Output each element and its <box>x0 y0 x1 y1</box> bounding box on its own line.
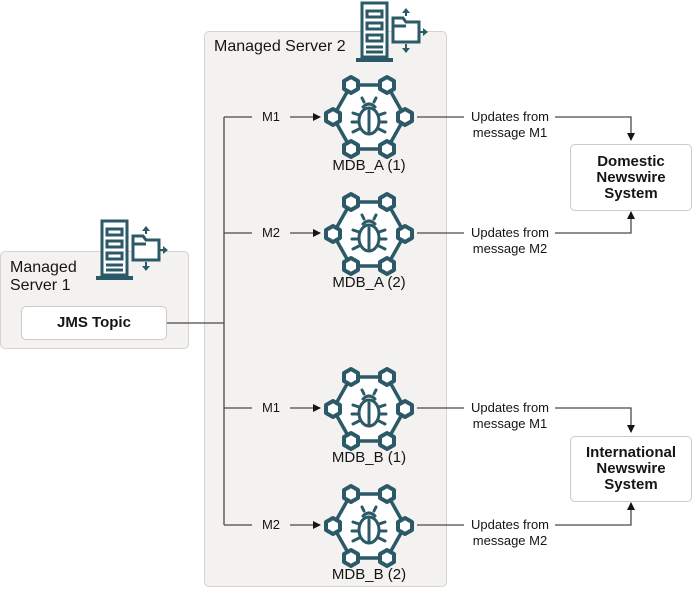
jms-topic-label: JMS Topic <box>57 314 131 331</box>
mdb-bug-network-icon[interactable] <box>321 190 417 278</box>
international-newswire-system-box[interactable]: International Newswire System <box>570 436 692 502</box>
output-mdb-a1-right <box>555 116 635 141</box>
mdb-b1-label: MDB_B (1) <box>331 449 407 466</box>
message-label-b1: M1 <box>261 400 281 415</box>
managed-server-2-title: Managed Server 2 <box>214 38 346 55</box>
output-label-b1: Updates from message M1 <box>470 400 550 431</box>
output-mdb-b1-right <box>555 407 635 433</box>
output-mdb-b2-right <box>555 502 635 526</box>
mdb-bug-network-icon[interactable] <box>321 365 417 453</box>
message-label-a1: M1 <box>261 109 281 124</box>
message-label-a2: M2 <box>261 225 281 240</box>
jms-topic-box[interactable]: JMS Topic <box>21 306 167 340</box>
message-label-b2: M2 <box>261 517 281 532</box>
mdb-b2-label: MDB_B (2) <box>331 566 407 583</box>
output-label-b2: Updates from message M2 <box>470 517 550 548</box>
domestic-newswire-system-box[interactable]: Domestic Newswire System <box>570 144 692 211</box>
managed-server-1-title-line2: Server 1 <box>10 277 71 294</box>
mdb-bug-network-icon[interactable] <box>321 73 417 161</box>
output-mdb-a2-right <box>555 211 635 234</box>
managed-server-1-title-line1: Managed <box>10 259 77 276</box>
output-label-a1: Updates from message M1 <box>470 109 550 140</box>
output-label-a2: Updates from message M2 <box>470 225 550 256</box>
managed-server-1-server-icon <box>93 218 177 284</box>
mdb-bug-network-icon[interactable] <box>321 482 417 570</box>
mdb-a1-label: MDB_A (1) <box>332 157 406 174</box>
mdb-a2-label: MDB_A (2) <box>332 274 406 291</box>
managed-server-2-server-icon <box>353 0 437 66</box>
